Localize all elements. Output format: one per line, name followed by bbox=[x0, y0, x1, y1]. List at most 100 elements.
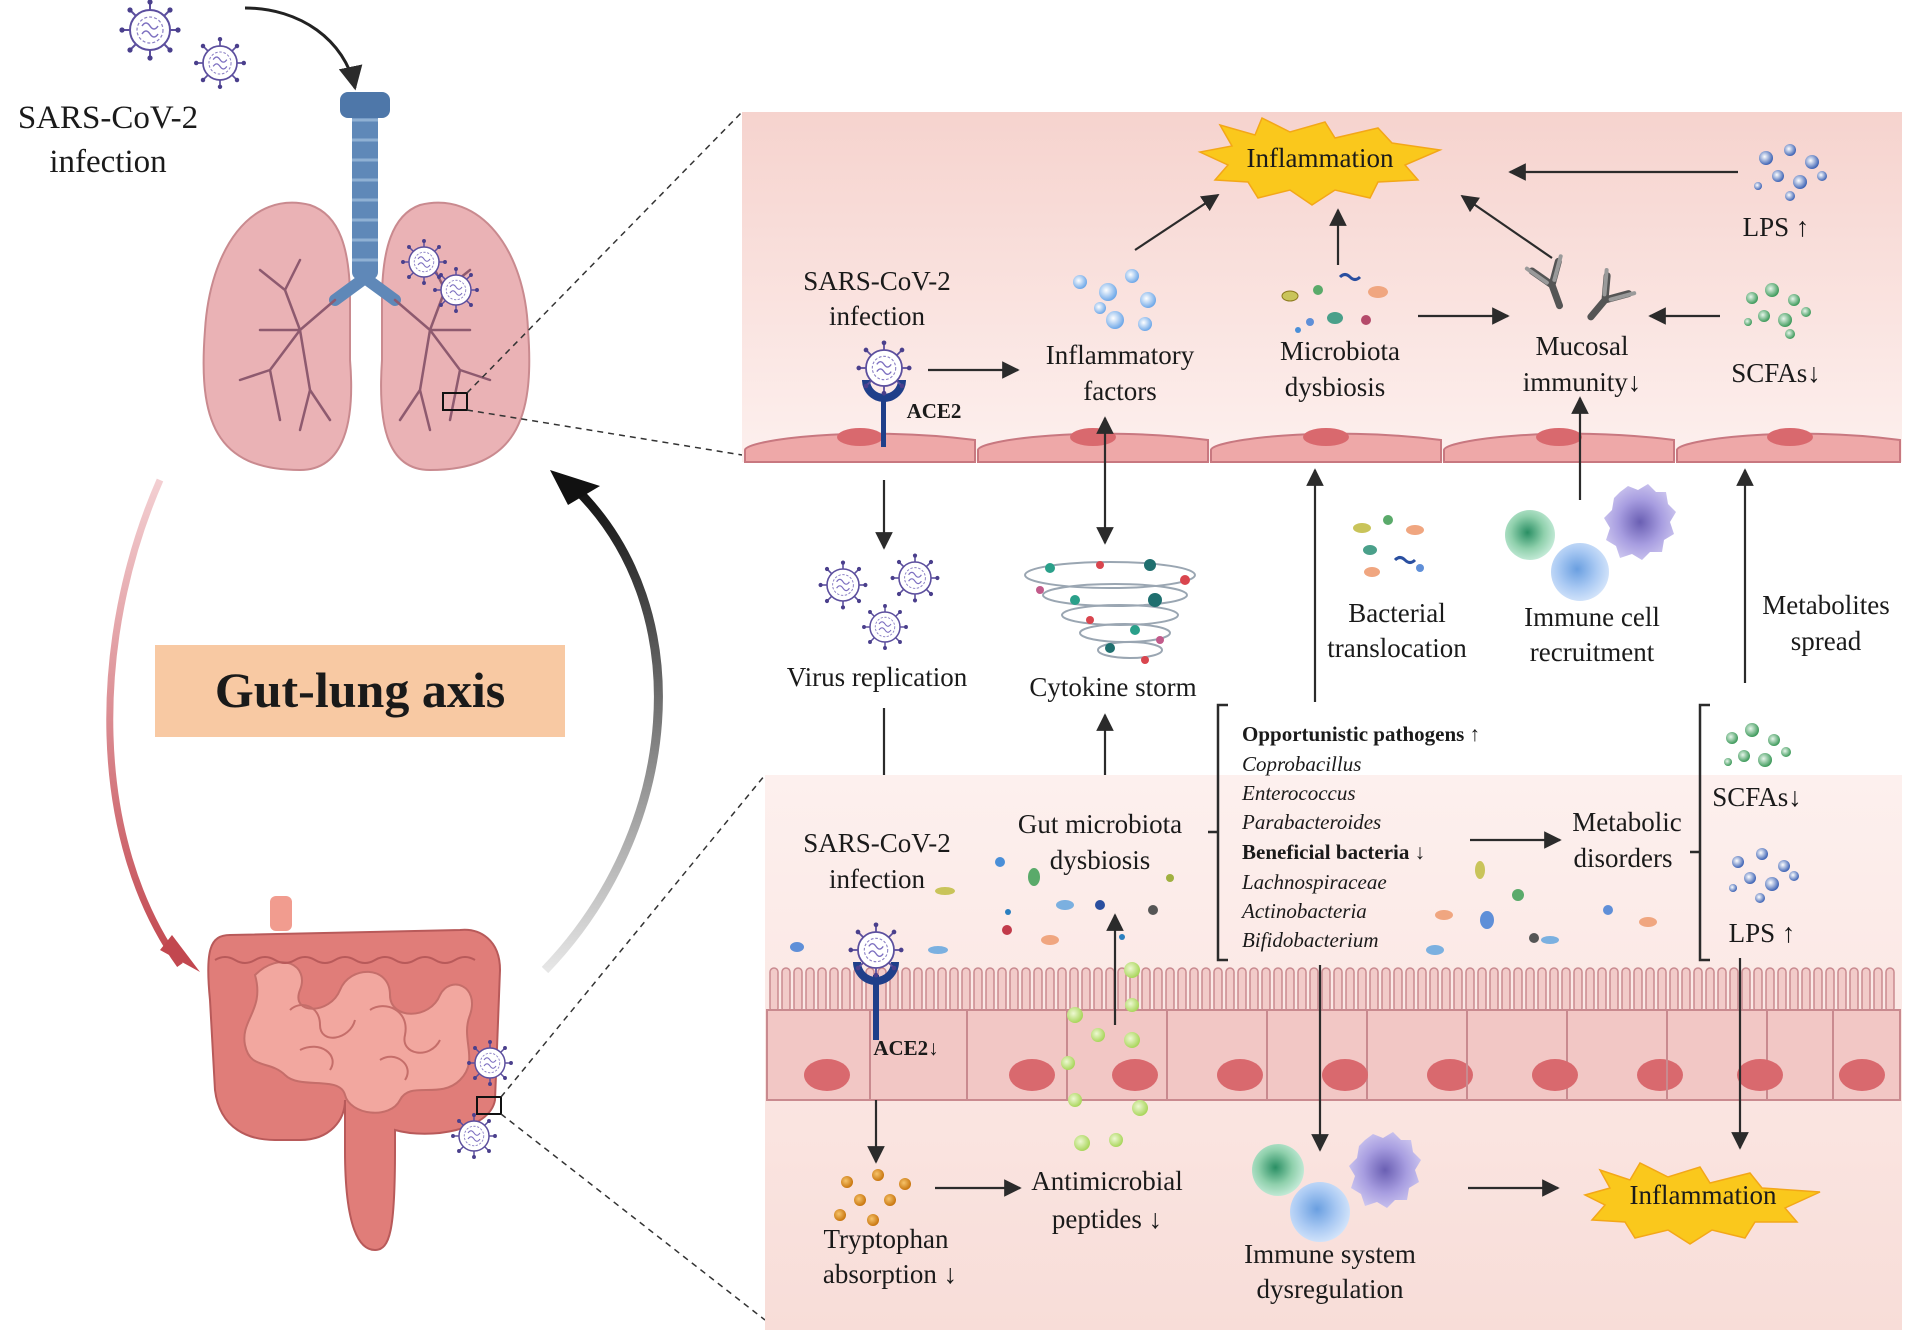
lps-particles-gut bbox=[1729, 848, 1799, 903]
microvillus bbox=[1405, 967, 1415, 1013]
microvillus bbox=[1369, 967, 1379, 1013]
metabolite-bracket bbox=[1690, 703, 1710, 962]
beneficial-arrow: ↓ bbox=[1409, 840, 1425, 864]
microvillus bbox=[1297, 967, 1307, 1013]
microvillus bbox=[985, 967, 995, 1013]
inflammation-burst-gut bbox=[1582, 1162, 1821, 1245]
immune-recruitment-label-2: recruitment bbox=[1530, 637, 1655, 667]
scfas-label-lung: SCFAs↓ bbox=[1731, 358, 1821, 388]
inflammation-label-lung: Inflammation bbox=[1247, 143, 1394, 173]
microvillus bbox=[1693, 967, 1703, 1013]
microvillus bbox=[1657, 967, 1667, 1013]
microvillus bbox=[1201, 967, 1211, 1013]
microvillus bbox=[1033, 967, 1043, 1013]
tryptophan-label-1: Tryptophan bbox=[823, 1224, 949, 1254]
microvillus bbox=[1537, 967, 1547, 1013]
gut-epithelium bbox=[766, 1009, 1901, 1101]
tryptophan-particles bbox=[834, 1169, 911, 1226]
microvillus bbox=[997, 967, 1007, 1013]
cytokine-particles bbox=[1073, 269, 1156, 331]
microvillus bbox=[1429, 967, 1439, 1013]
microvillus bbox=[829, 967, 839, 1013]
microvillus bbox=[973, 967, 983, 1013]
microvillus bbox=[1525, 967, 1535, 1013]
metabolic-label-2: disorders bbox=[1574, 843, 1673, 873]
microvillus bbox=[1177, 967, 1187, 1013]
microvillus bbox=[1453, 967, 1463, 1013]
microvillus bbox=[1321, 967, 1331, 1013]
scfa-particles-lung bbox=[1744, 283, 1811, 339]
microvillus bbox=[1513, 967, 1523, 1013]
peptide-particles bbox=[1061, 962, 1148, 1151]
microvillus bbox=[1189, 967, 1199, 1013]
lung-to-gut-arrowhead bbox=[160, 935, 200, 972]
microvillus bbox=[1273, 967, 1283, 1013]
immune-dysregulation-label-2: dysregulation bbox=[1257, 1274, 1404, 1304]
microvillus bbox=[1381, 967, 1391, 1013]
microvillus bbox=[1093, 967, 1103, 1013]
microvillus bbox=[1441, 967, 1451, 1013]
microvillus bbox=[817, 967, 827, 1013]
microvillus bbox=[1861, 967, 1871, 1013]
microvillus bbox=[1801, 967, 1811, 1013]
microvillus bbox=[1117, 967, 1127, 1013]
ace2-receptor-gut bbox=[847, 921, 905, 1040]
lps-label-lung: LPS ↑ bbox=[1743, 212, 1810, 242]
mucosal-label-2: immunity↓ bbox=[1523, 367, 1642, 397]
microvillus bbox=[913, 967, 923, 1013]
axis-title-box bbox=[155, 645, 565, 737]
microvillus bbox=[1873, 967, 1883, 1013]
tryptophan-label-2: absorption ↓ bbox=[823, 1259, 957, 1289]
microvillus bbox=[1789, 967, 1799, 1013]
cytokine-storm-icon bbox=[1024, 559, 1196, 664]
lung-panel-arrows bbox=[928, 163, 1738, 379]
gut-infection-label-1: SARS-CoV-2 bbox=[803, 828, 951, 858]
microvillus bbox=[1597, 967, 1607, 1013]
metabolites-label-2: spread bbox=[1791, 626, 1862, 656]
zoom-connectors bbox=[466, 111, 766, 1321]
scfas-label-gut: SCFAs↓ bbox=[1712, 782, 1802, 812]
pathogen-list: Opportunistic pathogens ↑ Coprobacillus … bbox=[1240, 722, 1480, 952]
translocation-bacteria bbox=[1353, 515, 1424, 577]
microvillus bbox=[1105, 967, 1115, 1013]
beneficial-item: Lachnospiraceae bbox=[1241, 870, 1387, 894]
microvillus bbox=[1345, 967, 1355, 1013]
opportunistic-header: Opportunistic pathogens bbox=[1242, 722, 1464, 746]
gut-microvilli bbox=[769, 967, 1895, 1013]
inflammatory-label-2: factors bbox=[1083, 376, 1156, 406]
microvillus bbox=[793, 967, 803, 1013]
ace2-label-lung: ACE2 bbox=[907, 399, 962, 423]
infection-arrow bbox=[244, 6, 363, 91]
gut-infection-label-2: infection bbox=[829, 864, 925, 894]
immune-cells-middle bbox=[1505, 484, 1676, 601]
lung-infection-label-1: SARS-CoV-2 bbox=[803, 266, 951, 296]
microvillus bbox=[1009, 967, 1019, 1013]
microvillus bbox=[1165, 967, 1175, 1013]
microvillus bbox=[1741, 967, 1751, 1013]
microvillus bbox=[1765, 967, 1775, 1013]
svg-text:Opportunistic pathogens ↑: Opportunistic pathogens ↑ bbox=[1242, 722, 1480, 746]
microvillus bbox=[1081, 967, 1091, 1013]
gut-dysbiosis-label-1: Gut microbiota bbox=[1018, 809, 1182, 839]
microvillus bbox=[1645, 967, 1655, 1013]
opportunistic-item: Enterococcus bbox=[1241, 781, 1356, 805]
beneficial-header: Beneficial bacteria bbox=[1242, 840, 1410, 864]
microvillus bbox=[1333, 967, 1343, 1013]
microbiota-label-2: dysbiosis bbox=[1285, 372, 1386, 402]
inflammation-label-gut: Inflammation bbox=[1630, 1180, 1777, 1210]
microvillus bbox=[841, 967, 851, 1013]
svg-text:Beneficial bacteria ↓: Beneficial bacteria ↓ bbox=[1242, 840, 1425, 864]
virus-replication-label: Virus replication bbox=[787, 662, 968, 692]
opportunistic-arrow: ↑ bbox=[1464, 722, 1480, 746]
microvillus bbox=[1225, 967, 1235, 1013]
immune-cells-gut bbox=[1252, 1132, 1421, 1242]
microvillus bbox=[1849, 967, 1859, 1013]
microvillus bbox=[781, 967, 791, 1013]
microvillus bbox=[1045, 967, 1055, 1013]
bacterial-label-2: translocation bbox=[1327, 633, 1467, 663]
microvillus bbox=[1309, 967, 1319, 1013]
ace2-receptor-lung bbox=[855, 339, 913, 447]
inflammation-burst-lung bbox=[1197, 116, 1443, 206]
microvillus bbox=[1621, 967, 1631, 1013]
microvillus bbox=[961, 967, 971, 1013]
